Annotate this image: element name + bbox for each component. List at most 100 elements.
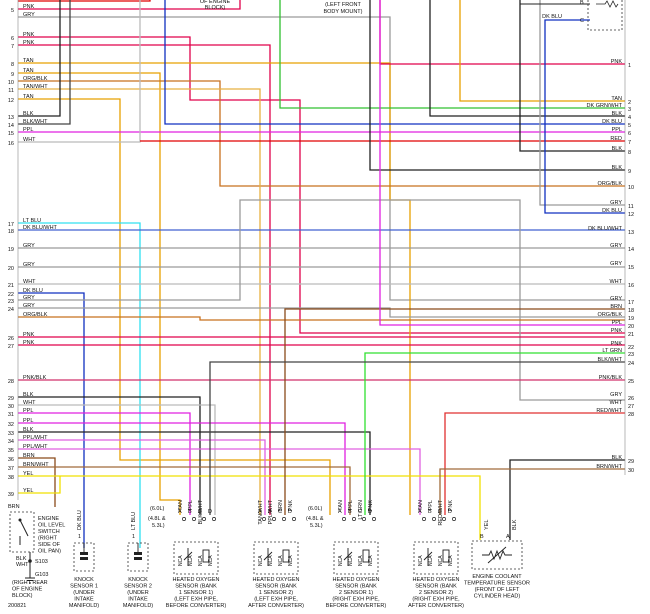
- wire-l-blk-13: [18, 0, 61, 117]
- left-pin-number: 10: [8, 80, 14, 86]
- o2-wire-label: LT GRN: [358, 500, 364, 520]
- left-pin-label: PNK: [23, 340, 35, 346]
- o2-pin-dot-icon: [292, 517, 296, 521]
- right-pin-number: 19: [628, 316, 634, 322]
- right-pin-label: PNK: [611, 328, 623, 334]
- left-pin-number: 11: [8, 88, 14, 94]
- nca-label: NCA: [438, 555, 444, 566]
- ect-box: [471, 540, 523, 570]
- left-pin-number: 39: [8, 492, 14, 498]
- wire-l-tan-12: [18, 98, 331, 515]
- wire-r-blkwht-24: [209, 361, 625, 515]
- left-pin-number: 35: [8, 448, 14, 454]
- o2-pin-dot-icon: [372, 517, 376, 521]
- left-pin-label: PPL: [23, 408, 33, 414]
- right-pin-label: DK GRN/WHT: [587, 103, 623, 109]
- left-pin-number: 21: [8, 283, 14, 289]
- left-pin-number: 22: [8, 292, 14, 298]
- right-pin-label: LT GRN: [602, 348, 622, 354]
- wire-r-blk-29: [509, 459, 625, 540]
- oil-switch-location-line: (RIGHT REAR: [12, 580, 48, 586]
- right-pin-number: 16: [628, 283, 634, 289]
- ect-thermistor-icon: [482, 546, 512, 564]
- o2-label-line: SENSOR (BANK: [255, 584, 297, 590]
- o2-pin-letter: B: [188, 509, 192, 515]
- right-pin-number: 13: [628, 230, 634, 236]
- o2-label-line: 2 SENSOR 1): [339, 590, 373, 596]
- o2-heater-icon: [263, 548, 273, 566]
- oil-switch-location-line: OF ENGINE: [12, 587, 43, 593]
- o2-label-line: BEFORE CONVERTER): [166, 603, 227, 609]
- o2-label-line: BEFORE CONVERTER): [326, 603, 387, 609]
- o2-wire-label: TAN: [338, 500, 344, 511]
- o2-label-line: (RIGHT EXH PIPE,: [412, 597, 460, 603]
- ground-icon: [25, 577, 35, 584]
- o2-label-line: SENSOR (BANK: [175, 584, 217, 590]
- o2-wire-label: BLK/WHT: [198, 499, 204, 524]
- engine-block-note-1: OF ENGINE: [200, 0, 231, 5]
- o2-element-icon: [202, 549, 210, 563]
- o2-pin-dot-icon: [272, 517, 276, 521]
- left-pin-label: ORG/BLK: [23, 76, 48, 82]
- wire-l-tan-9: [18, 72, 181, 515]
- o2-wire-label: PPL/WHT: [268, 499, 274, 524]
- oil-switch-wire-label: BRN: [8, 504, 20, 510]
- left-pin-number: 16: [8, 141, 14, 147]
- right-pin-label: ORG/BLK: [598, 181, 623, 187]
- nca-label: NCA: [418, 555, 424, 566]
- left-pin-label: BRN/WHT: [23, 462, 49, 468]
- left-pin-number: 9: [11, 72, 14, 78]
- o2-pin-dot-icon: [202, 517, 206, 521]
- o2-element-icon: [362, 549, 370, 563]
- right-pin-number: 30: [628, 468, 634, 474]
- left-pin-label: BLK/WHT: [23, 119, 48, 125]
- o2-pin-letter: D: [288, 509, 292, 515]
- right-pin-label: BRN/WHT: [596, 464, 622, 470]
- right-pin-number: 27: [628, 404, 634, 410]
- oil-switch-label-line: OIL LEVEL: [38, 523, 65, 529]
- knock2-element-icon: [134, 552, 142, 555]
- o2-label-line: 1 SENSOR 1): [179, 590, 213, 596]
- o2-pin-dot-icon: [212, 517, 216, 521]
- wire-l-dkblu-22: [18, 292, 85, 548]
- knock1-label-line: (UNDER: [73, 590, 94, 596]
- diagram-code: 200821: [8, 603, 26, 609]
- right-pin-number: 1: [628, 63, 631, 69]
- knock1-pin-number: 1: [78, 534, 81, 540]
- o2-label-line: (LEFT EXH PIPE,: [174, 597, 218, 603]
- wire-l-tanwht-11: [18, 88, 261, 515]
- right-pin-number: 29: [628, 459, 634, 465]
- top-right-resistor-icon: [596, 0, 619, 8]
- o2-label-line: (RIGHT EXH PIPE,: [332, 597, 380, 603]
- right-pin-label: BRN: [610, 304, 622, 310]
- o2-pin-dot-icon: [192, 517, 196, 521]
- left-pin-label: DK BLU/WHT: [23, 225, 58, 231]
- top-right-wire-label: DK BLU: [542, 14, 562, 20]
- right-pin-number: 12: [628, 212, 634, 218]
- knock1-label-line: KNOCK: [74, 577, 94, 583]
- nca-label: NCA: [368, 555, 374, 566]
- top-right-pin-c: C: [580, 18, 584, 24]
- left-pin-label: PPL/WHT: [23, 444, 48, 450]
- oil-switch-label-line: (RIGHT: [38, 536, 58, 542]
- o2-pin-letter: A: [178, 509, 182, 515]
- right-pin-label: DK BLU: [602, 119, 622, 125]
- knock1-element-icon: [80, 557, 88, 560]
- engine-note-48-a: (4.8L &: [148, 516, 166, 522]
- right-pin-number: 6: [628, 131, 631, 137]
- right-pin-label: PNK/BLK: [599, 375, 623, 381]
- oil-switch-label-line: ENGINE: [38, 516, 59, 522]
- knock2-pin-number: 1: [132, 534, 135, 540]
- left-pin-label: TAN: [23, 58, 34, 64]
- left-pin-number: 33: [8, 431, 14, 437]
- nca-label: NCA: [288, 555, 294, 566]
- wire-l-ppl-31: [18, 412, 191, 515]
- wire-layer: [18, 0, 625, 548]
- o2-element-icon: [442, 549, 450, 563]
- wire-l-pplwht-34: [18, 439, 266, 515]
- o2-wire-label: PPL: [348, 500, 354, 510]
- wire-l-ppl-32: [18, 422, 346, 515]
- o2-wire-label: TAN/WHT: [258, 499, 264, 524]
- o2-wire-label: PNK: [368, 500, 374, 512]
- wire-r-ltgrn-23: [364, 352, 625, 515]
